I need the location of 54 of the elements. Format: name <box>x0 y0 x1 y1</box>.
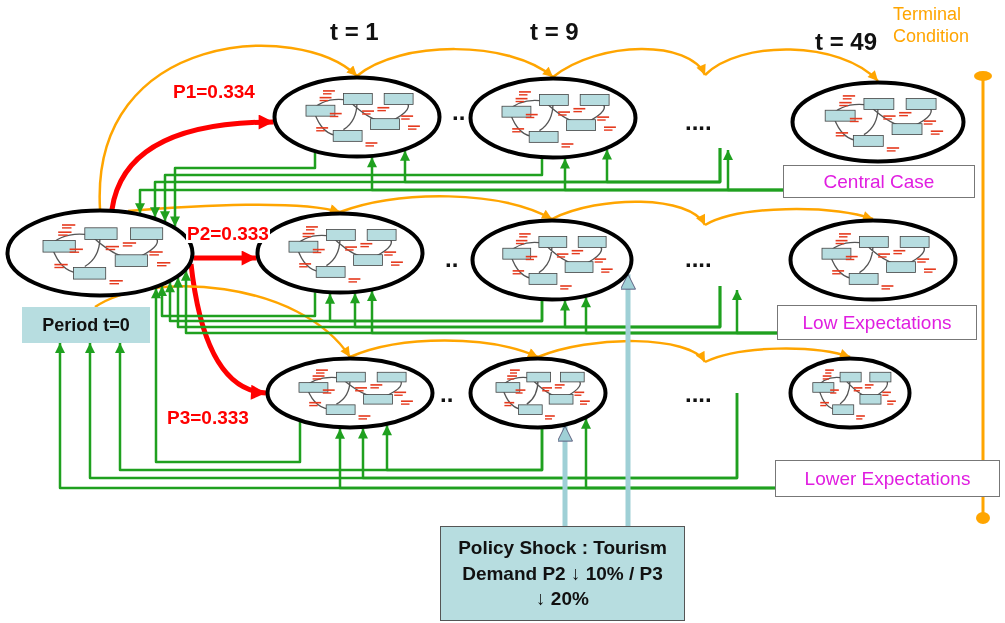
ellipsis: .. <box>452 98 466 126</box>
feedback-arrow <box>732 290 777 335</box>
model-ellipse-drawing <box>468 76 638 160</box>
time-label: t = 49 <box>815 28 878 56</box>
curved-arrow <box>551 200 706 226</box>
feedback-arrow <box>157 286 317 318</box>
policy-shock-box: Policy Shock : Tourism Demand P2 ↓ 10% / P3 ↓ 20% <box>440 526 685 621</box>
curved-arrow <box>188 263 267 399</box>
block-arrow <box>557 425 573 526</box>
ellipsis: .... <box>685 380 712 408</box>
edge-label: P1=0.334 <box>172 82 256 101</box>
curved-arrow <box>704 48 879 82</box>
edge-label: P3=0.333 <box>166 408 250 427</box>
model-ellipse-drawing <box>468 356 608 430</box>
scenario-box: Lower Expectations <box>775 460 1000 497</box>
curved-arrow <box>109 114 274 210</box>
edge-label: P2=0.333 <box>186 224 270 243</box>
model-ellipse-drawing <box>470 218 634 302</box>
model-ellipse-drawing <box>790 80 966 164</box>
curved-arrow <box>704 347 851 364</box>
curved-arrow <box>537 339 706 363</box>
curved-arrow <box>339 195 553 221</box>
scenario-box: Low Expectations <box>777 305 977 340</box>
ellipsis: .... <box>685 108 712 136</box>
feedback-arrow <box>560 286 722 329</box>
ellipsis: .. <box>440 380 454 408</box>
feedback-arrow <box>382 425 544 472</box>
block-arrow <box>620 273 636 526</box>
feedback-arrow <box>160 158 544 222</box>
time-label: t = 9 <box>530 18 579 46</box>
terminal-condition-label: Terminal Condition <box>893 4 971 48</box>
feedback-arrow <box>170 152 317 227</box>
ellipsis: .... <box>685 245 712 273</box>
curved-arrow <box>552 47 707 79</box>
feedback-arrow <box>151 288 302 464</box>
curved-arrow <box>127 203 341 215</box>
model-ellipse-drawing <box>788 218 958 302</box>
feedback-arrow <box>358 393 739 480</box>
time-label: t = 1 <box>330 18 379 46</box>
model-ellipse-drawing <box>265 356 435 430</box>
ellipsis: .. <box>445 245 459 273</box>
feedback-arrow <box>602 148 722 184</box>
feedback-arrow <box>325 293 544 323</box>
curved-arrow <box>704 208 874 227</box>
curved-arrow <box>349 339 539 359</box>
curved-arrow <box>193 250 257 266</box>
scenario-box: Central Case <box>783 165 975 198</box>
feedback-arrow <box>723 150 783 192</box>
feedback-arrow <box>581 418 775 490</box>
model-ellipse-drawing <box>788 356 912 430</box>
curved-arrow <box>98 44 358 210</box>
curved-arrow <box>356 47 554 79</box>
model-ellipse-drawing <box>272 75 442 159</box>
period-label-box: Period t=0 <box>22 307 150 343</box>
